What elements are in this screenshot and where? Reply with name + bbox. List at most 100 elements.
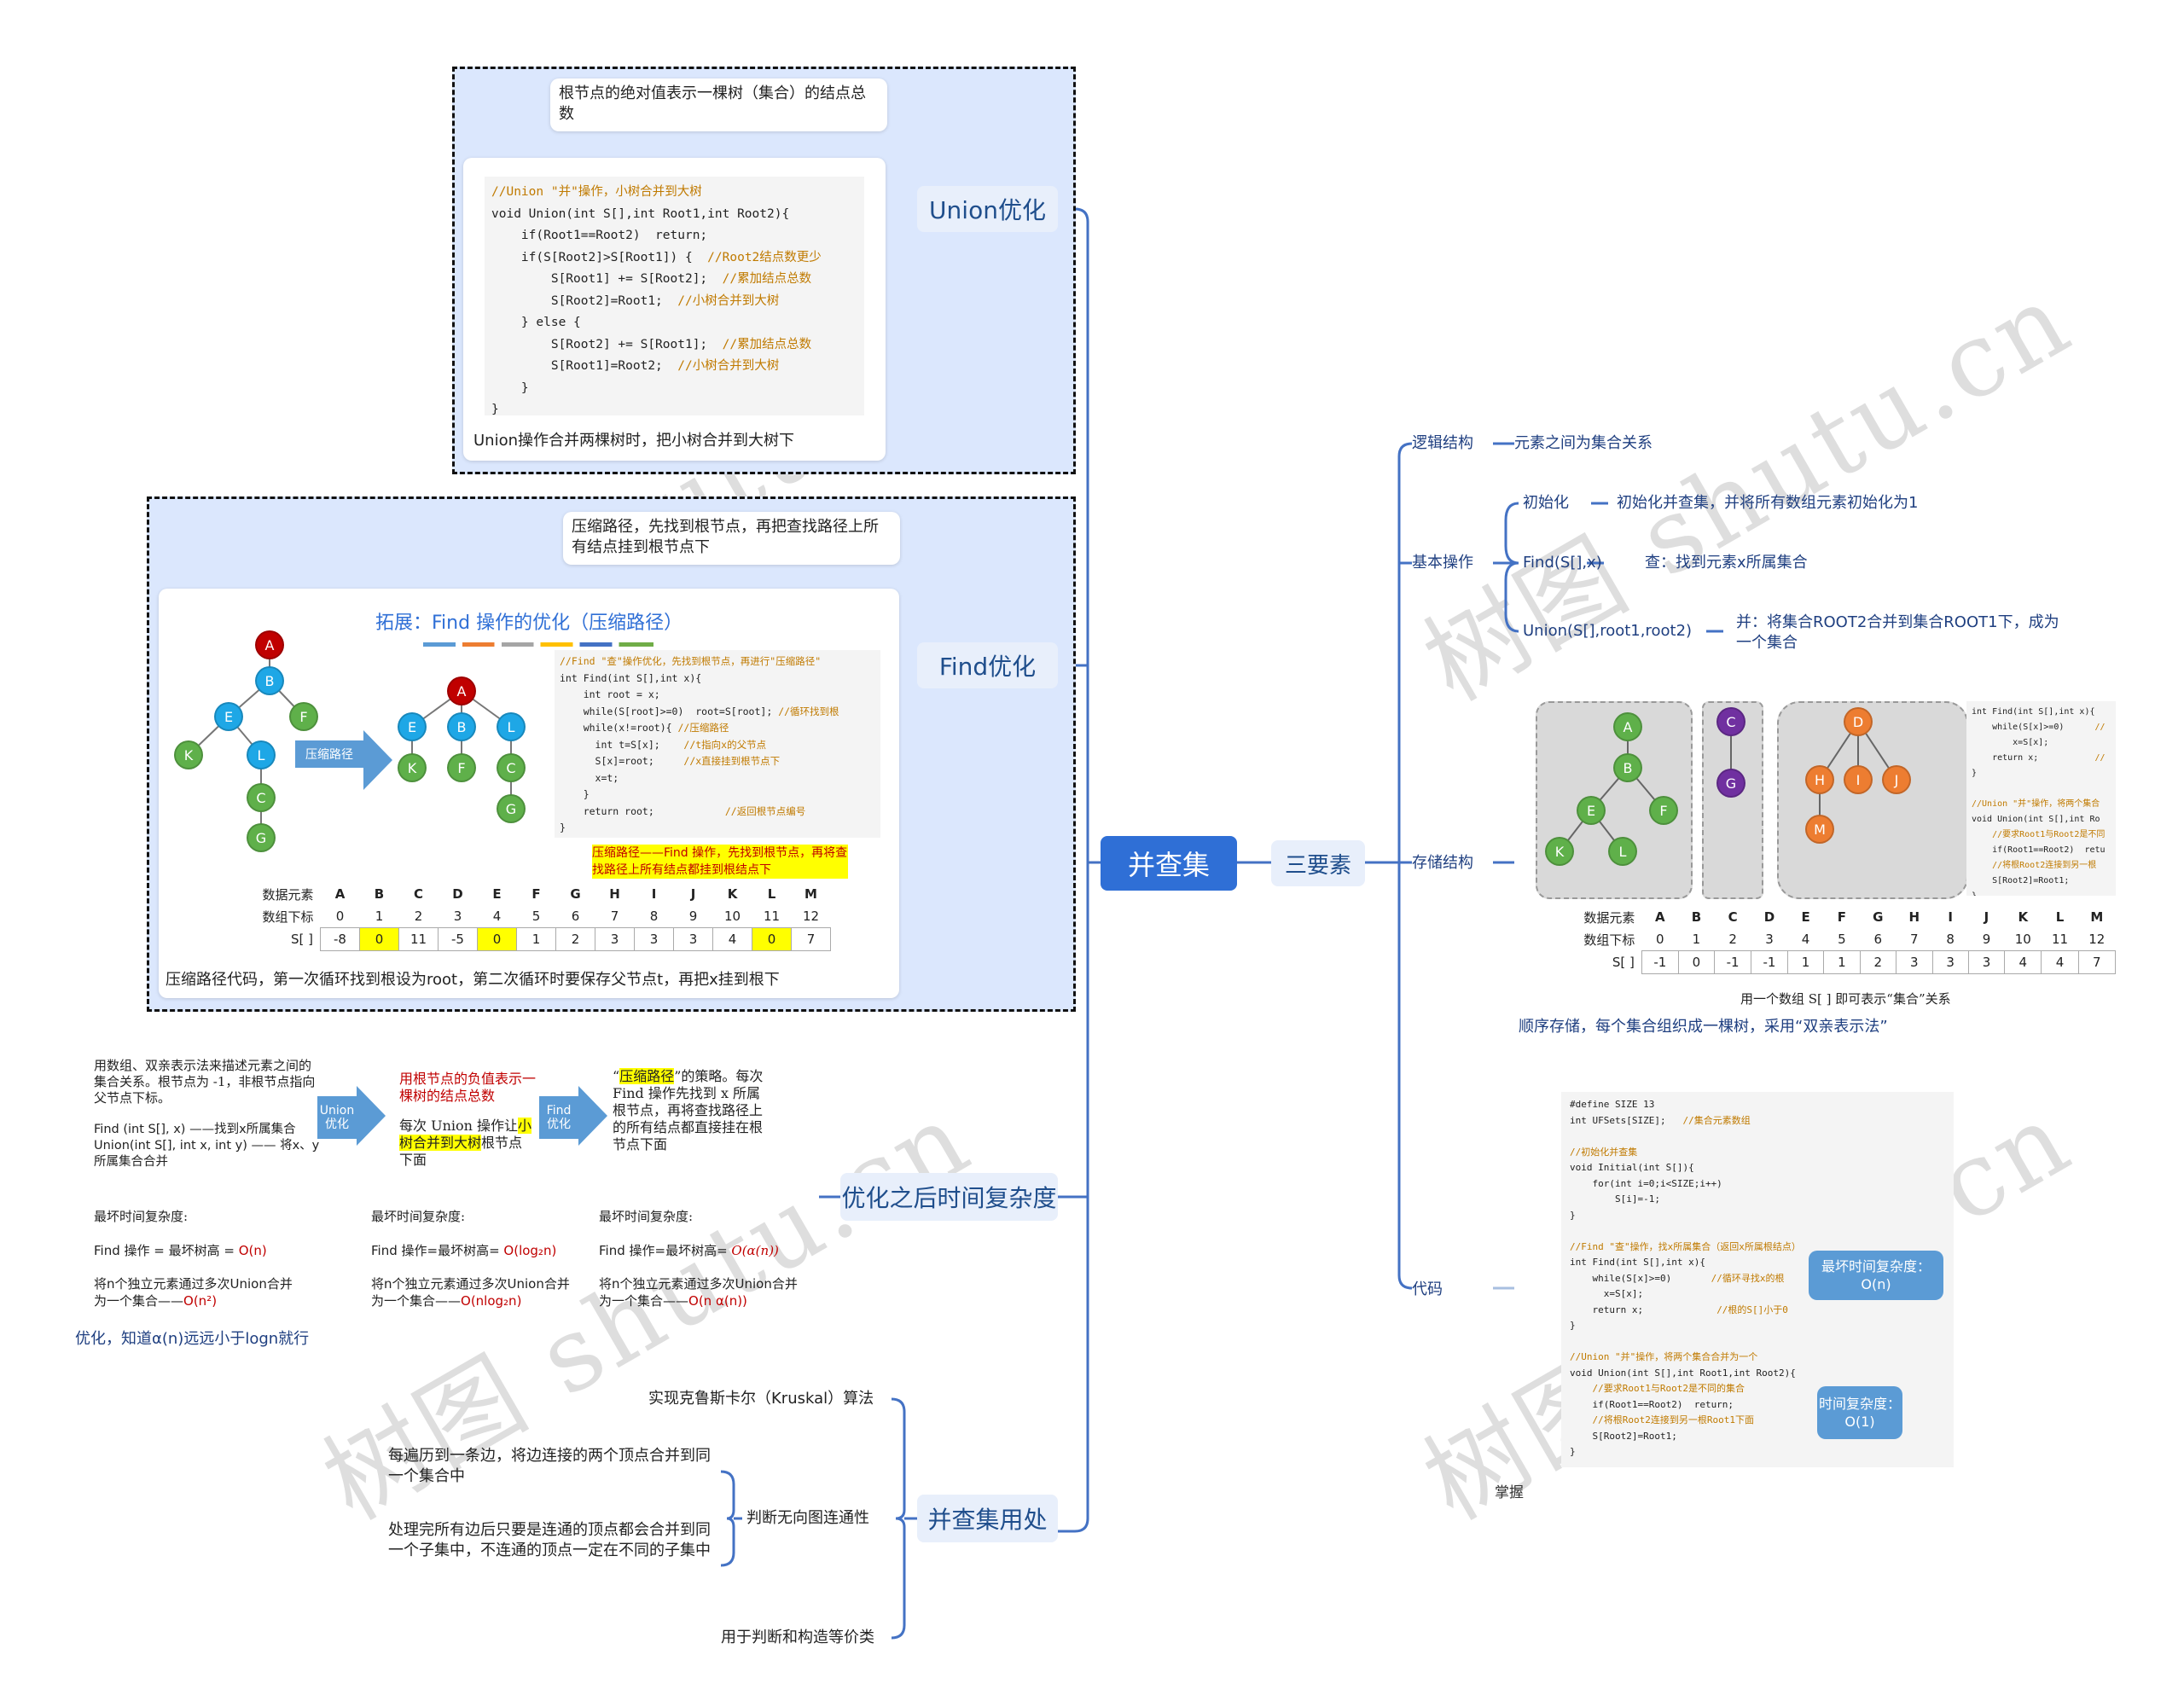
worst-label: 最坏时间复杂度: [599,1209,694,1224]
main-code-line [1570,1334,1945,1350]
storage-structure[interactable]: 存储结构 [1412,854,1473,872]
array-cell: 3 [1896,950,1933,974]
array-cell: 3 [1931,950,1969,974]
main-code-line: int UFSets[SIZE]; //集合元素数组 [1570,1114,1751,1126]
side-code-line: //将根Root2连接到另一根 [1992,861,2097,870]
array-cell: 3 [1967,950,2006,974]
tree-node: C [1716,707,1745,736]
union-code-line: S[Root2]=Root1; //小树合并到大树 [491,293,780,308]
array-cell: J [1984,909,1989,925]
basic-ops[interactable]: 基本操作 [1412,554,1473,572]
tree-node: B [1613,753,1642,782]
tree-node: D [1844,707,1873,736]
array-cell: -8 [320,927,360,951]
array-cell: -1 [1641,950,1679,974]
side-code-line: x=S[x]; [1972,738,2049,747]
side-code-line: } [1972,889,2111,896]
tree-node: L [247,740,276,769]
main-code-line: void Union(int S[],int Root1,int Root2){ [1570,1367,1796,1379]
find-code-line: return root; //返回根节点编号 [560,804,806,817]
logic-structure[interactable]: 逻辑结构 [1412,434,1473,452]
array-cell: -1 [1751,950,1788,974]
tree-node: H [1805,765,1834,794]
tree-node: C [247,783,276,812]
union-complexity-callout: 时间复杂度：O(1) [1817,1386,1902,1439]
array-cell: H [1908,909,1920,925]
array-cell: J [690,886,696,902]
array-cell: A [334,886,346,902]
side-code-line: while(S[x]>=0) // [1972,723,2106,732]
find-code-line: int t=S[x]; //t指向x的父节点 [560,738,767,751]
op-find[interactable]: Find(S[],x) [1523,554,1602,572]
logic-desc: 元素之间为集合关系 [1514,434,1653,452]
code-label[interactable]: 代码 [1412,1280,1443,1298]
tree-node: C [497,753,526,782]
tree-node: K [1545,837,1574,866]
find-opt-node[interactable]: Find优化 [917,642,1058,688]
op-init[interactable]: 初始化 [1523,494,1569,512]
array-cell: K [727,886,738,902]
array-cell: 4 [2004,950,2042,974]
array-cell: 2 [555,927,595,951]
array-cell: -5 [438,927,478,951]
array-cell: E [492,886,502,902]
root-node[interactable]: 并查集 [1101,836,1237,891]
tree-node: G [1716,769,1745,798]
union-opt-note: 根节点的绝对值表示一棵树（集合）的结点总数 [550,78,887,131]
array-cell: L [767,886,776,902]
array-cell: 10 [723,909,741,924]
tree-node: F [447,753,476,782]
storage-caption: 用一个数组 S[ ] 即可表示“集合”关系 [1740,991,1951,1007]
array-cell: B [1691,909,1702,925]
main-code-line: //将根Root2连接到另一根Root1下面 [1592,1414,1754,1425]
find-code-line: while(x!=root){ //压缩路径 [560,722,729,734]
array-cell: 0 [1656,932,1664,947]
three-elements-node[interactable]: 三要素 [1271,840,1365,886]
complexity-footnote: 优化，知道α(n)远远小于logn就行 [75,1330,310,1348]
array-cell: 3 [595,927,635,951]
find-opt-slide: 拓展：Find 操作的优化（压缩路径） A B E F K L C G 压缩路径… [159,589,899,998]
main-code-line: //Union "并"操作，将两个集合合并为一个 [1570,1351,1758,1362]
array-cell: 4 [2041,950,2079,974]
use-judge-b: 处理完所有边后只要是连通的顶点都会合并到同一个子集中，不连通的顶点一定在不同的子… [388,1521,711,1559]
union-code-line: if(S[Root2]>S[Root1]) { //Root2结点数更少 [491,250,822,264]
side-code-line: return x; // [1972,753,2106,763]
use-judge-a: 每遍历到一条边，将边连接的两个顶点合并到同一个集合中 [388,1447,711,1485]
array-row-label: 数组下标 [1583,932,1635,948]
storage-side-code: int Find(int S[],int x){ while(S[x]>=0) … [1966,701,2116,896]
side-code-line: //Union "并"操作，将两个集合 [1972,799,2100,809]
main-code-line: void Initial(int S[]){ [1570,1162,1694,1173]
array-cell: 6 [1873,932,1883,947]
array-cell: 7 [791,927,831,951]
side-code-line: } [1972,769,1978,778]
union-code-line: S[Root2] += S[Root1]; //累加结点总数 [491,337,812,351]
find-opt-arrow: Find 优化 [539,1086,607,1146]
find-code-line: S[x]=root; //x直接挂到根节点下 [560,755,781,767]
uses-node[interactable]: 并查集用处 [917,1495,1058,1542]
array-cell: F [1837,909,1846,925]
union-opt-node[interactable]: Union优化 [917,186,1058,232]
side-code-line: //要求Root1与Root2是不同 [1992,830,2106,839]
array-cell: 3 [1765,932,1774,947]
array-cell: E [1801,909,1810,925]
main-code-line: x=S[x]; [1570,1288,1644,1299]
array-cell: 7 [1910,932,1919,947]
array-cell: 1 [1786,950,1825,974]
storage-desc: 顺序存储，每个集合组织成一棵树，采用“双亲表示法” [1519,1018,1888,1036]
tree-node: J [1882,765,1911,794]
op-union[interactable]: Union(S[],root1,root2) [1523,622,1693,640]
array-cell: 4 [712,927,752,951]
main-code-line [1570,1223,1945,1240]
array-cell: 8 [649,909,659,924]
tree-node: A [255,630,284,659]
main-code-line: if(Root1==Root2) return; [1570,1398,1734,1410]
find-code-line: while(S[root]>=0) root=S[root]; //循环找到根 [560,705,839,717]
union-complexity-1: 将n个独立元素通过多次Union合并为一个集合——O(n²) [94,1276,293,1309]
complexity-node[interactable]: 优化之后时间复杂度 [840,1173,1058,1221]
array-cell: 12 [2088,932,2106,947]
array-cell: 2 [1728,932,1737,947]
tree-node: L [497,712,526,741]
array-cell: 3 [673,927,713,951]
find-complexity-1: Find 操作 = 最坏树高 = O(n) [94,1243,267,1258]
